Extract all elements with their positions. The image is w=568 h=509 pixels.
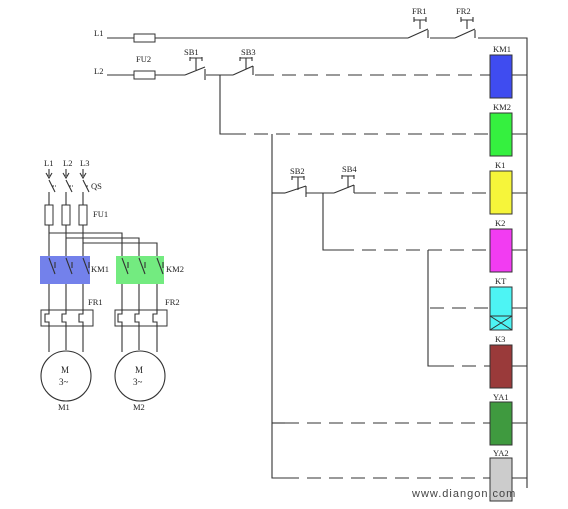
coil-k3: K3	[489, 334, 513, 389]
svg-text:K2: K2	[495, 218, 505, 228]
fu1-fuses: FU1	[44, 204, 108, 226]
coil-km2: KM2	[489, 102, 513, 157]
control-left-bus	[271, 134, 285, 479]
control-circuit: L1 FR1 FR2 L2 FU2 SB1 SB3	[94, 6, 528, 502]
svg-text:K3: K3	[495, 334, 505, 344]
svg-text:SB3: SB3	[241, 47, 256, 57]
svg-text:QS: QS	[91, 181, 102, 191]
svg-text:YA2: YA2	[493, 448, 509, 458]
svg-text:YA1: YA1	[493, 392, 509, 402]
power-circuit: L1 L2 L3 QS FU1 KM1	[40, 158, 184, 412]
svg-text:KM2: KM2	[166, 264, 184, 274]
svg-text:SB4: SB4	[342, 164, 357, 174]
qs-switch: QS	[48, 179, 102, 205]
power-km2-contactor: KM2	[116, 256, 184, 284]
timer-cross-icon	[489, 315, 513, 331]
fu2-label: FU2	[136, 54, 151, 64]
coil-kt: KT	[489, 276, 513, 331]
control-l2-label: L2	[94, 66, 103, 76]
svg-text:3~: 3~	[133, 377, 143, 387]
control-l1-wire	[107, 37, 528, 488]
svg-text:KM1: KM1	[493, 44, 511, 54]
svg-text:FR2: FR2	[456, 6, 471, 16]
control-l1-fuse	[133, 33, 156, 43]
sb2-button: SB2	[284, 166, 307, 197]
sb4-button: SB4	[333, 164, 357, 194]
svg-text:SB2: SB2	[290, 166, 305, 176]
coil-ya2: YA2	[489, 448, 513, 502]
power-km1-contactor: KM1	[40, 256, 109, 284]
svg-text:M: M	[135, 365, 143, 375]
power-fr1-relay: FR1	[40, 297, 103, 327]
svg-text:FU1: FU1	[93, 209, 108, 219]
svg-text:M: M	[61, 365, 69, 375]
fr2-contact: FR2	[454, 6, 476, 39]
svg-text:M1: M1	[58, 402, 70, 412]
svg-text:M2: M2	[133, 402, 145, 412]
motor-m1: M 3~ M1	[40, 350, 92, 412]
svg-text:K1: K1	[495, 160, 505, 170]
svg-text:KM2: KM2	[493, 102, 511, 112]
coil-k2: K2	[489, 218, 513, 273]
svg-text:KM1: KM1	[91, 264, 109, 274]
sb1-button: SB1	[184, 47, 206, 80]
coil-km1: KM1	[489, 44, 513, 99]
power-l1-label: L1	[44, 158, 53, 168]
power-l2-label: L2	[63, 158, 72, 168]
coil-k1: K1	[489, 160, 513, 215]
sb3-button: SB3	[232, 47, 256, 76]
coil-ya1: YA1	[489, 392, 513, 446]
motor-m2: M 3~ M2	[114, 350, 166, 412]
svg-text:FR1: FR1	[88, 297, 103, 307]
fu2-fuse	[133, 70, 156, 80]
power-fr2-relay: FR2	[114, 297, 180, 327]
control-l1-label: L1	[94, 28, 103, 38]
fr1-contact: FR1	[407, 6, 429, 39]
svg-text:FR2: FR2	[165, 297, 180, 307]
svg-text:KT: KT	[495, 276, 507, 286]
svg-text:3~: 3~	[59, 377, 69, 387]
watermark: www.diangon.com	[411, 488, 516, 500]
svg-text:SB1: SB1	[184, 47, 199, 57]
svg-text:FR1: FR1	[412, 6, 427, 16]
power-l3-label: L3	[80, 158, 89, 168]
